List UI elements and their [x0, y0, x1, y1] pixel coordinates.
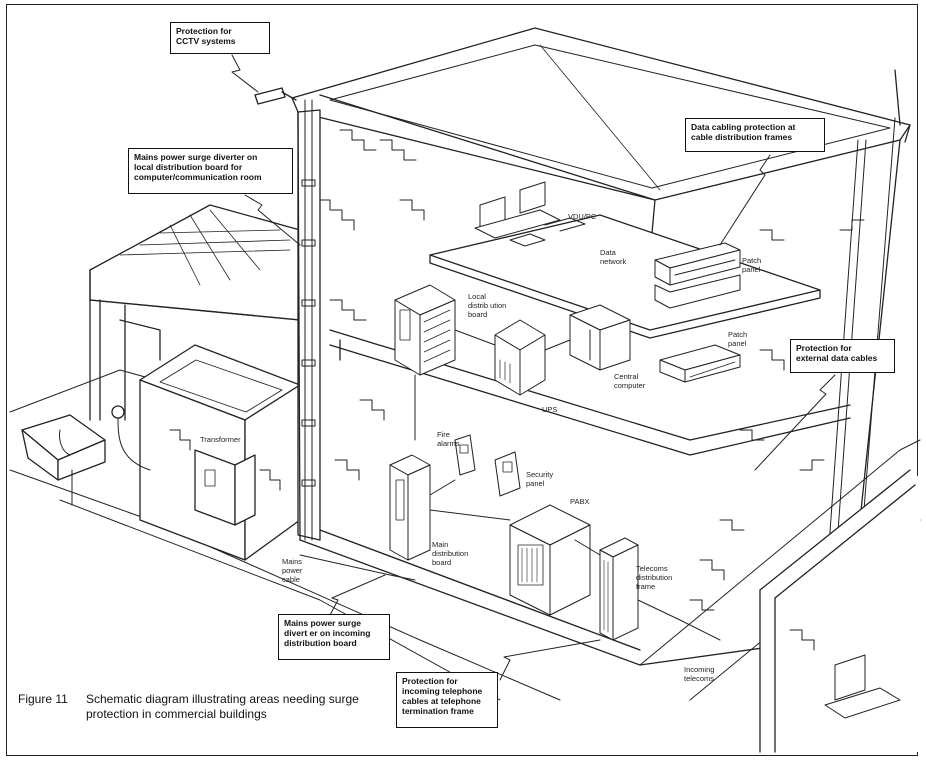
left-building	[89, 204, 301, 421]
label-pabx: PABX	[570, 497, 590, 506]
figure-frame	[6, 4, 918, 756]
callout-main-board: Mains power surge divert er on incoming …	[278, 614, 390, 660]
main-building-walls	[297, 69, 911, 666]
transformer-building	[139, 344, 301, 561]
callout-telephone: Protection for incoming telephone cables…	[396, 672, 498, 728]
label-local-distribution-board: Local distrib ution board	[468, 292, 507, 319]
brick-patterns	[319, 129, 865, 611]
callout-cctv: Protection for CCTV systems	[170, 22, 270, 54]
callout-data-cabling: Data cabling protection at cable distrib…	[685, 118, 825, 152]
label-security-panel: Security panel	[526, 470, 554, 488]
label-incoming-telecoms: Incoming telecoms	[684, 665, 715, 683]
label-transformer: Transformer	[200, 435, 241, 444]
label-ups: UPS	[542, 405, 558, 414]
label-central-computer: Central computer	[614, 372, 646, 390]
ground-floor-equipment	[299, 434, 721, 641]
label-main-distribution-board: Main distribution board	[432, 540, 469, 567]
label-fire-alarms: Fire alarms	[437, 430, 460, 448]
label-patch-panel-lower: Patch panel	[728, 330, 748, 348]
conduit	[301, 99, 316, 541]
label-patch-panel-upper: Patch panel	[742, 256, 762, 274]
label-mains-power-cable: Mains power cable	[282, 557, 303, 584]
floor-slabs	[329, 214, 851, 456]
right-building	[759, 469, 920, 753]
figure-caption-text: Schematic diagram illustrating areas nee…	[86, 692, 359, 721]
main-building-roof	[291, 27, 911, 201]
middle-floor-equipment	[394, 284, 741, 441]
callout-pointers	[231, 54, 836, 681]
callout-external-data: Protection for external data cables	[790, 339, 895, 373]
label-telecoms-distribution-frame: Telecoms distribution frame	[636, 564, 673, 591]
label-data-network: Data network	[600, 248, 627, 266]
cable-pit	[21, 405, 151, 506]
upper-floor-equipment	[474, 181, 741, 309]
figure-number: Figure 11	[18, 692, 68, 706]
label-vdu-pc: VDU/PC	[568, 212, 597, 221]
cctv-camera	[254, 87, 297, 105]
callout-mains-diverter: Mains power surge diverter on local dist…	[128, 148, 293, 194]
